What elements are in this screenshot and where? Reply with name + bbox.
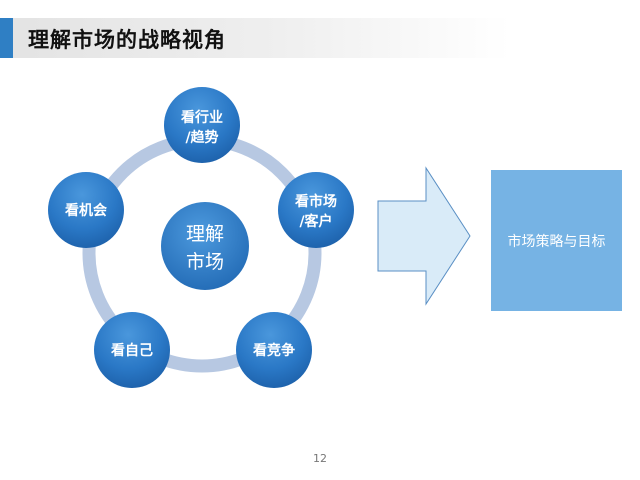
node-market-customer: 看市场 /客户 xyxy=(278,172,354,248)
node-opportunity: 看机会 xyxy=(48,172,124,248)
node-competition: 看竞争 xyxy=(236,312,312,388)
title-bar: 理解市场的战略视角 xyxy=(0,18,510,58)
node-industry-trend: 看行业 /趋势 xyxy=(164,87,240,163)
page-number: 12 xyxy=(313,452,327,465)
node-label: 看市场 xyxy=(294,193,337,210)
node-label: /趋势 xyxy=(185,129,218,146)
node-self: 看自己 xyxy=(94,312,170,388)
center-label-line1: 理解 xyxy=(186,223,224,245)
page-title: 理解市场的战略视角 xyxy=(28,28,226,52)
node-label: 看自己 xyxy=(110,342,153,359)
node-label: 看机会 xyxy=(64,202,108,219)
target-box: 市场策略与目标 xyxy=(491,170,622,311)
center-label-line2: 市场 xyxy=(186,251,224,273)
node-label: /客户 xyxy=(299,213,332,230)
right-arrow xyxy=(377,166,471,306)
node-label: 看竞争 xyxy=(252,342,295,359)
title-accent-bar xyxy=(0,18,13,58)
target-label: 市场策略与目标 xyxy=(507,233,606,250)
center-node: 理解 市场 xyxy=(161,202,249,290)
node-label: 看行业 xyxy=(180,109,223,126)
